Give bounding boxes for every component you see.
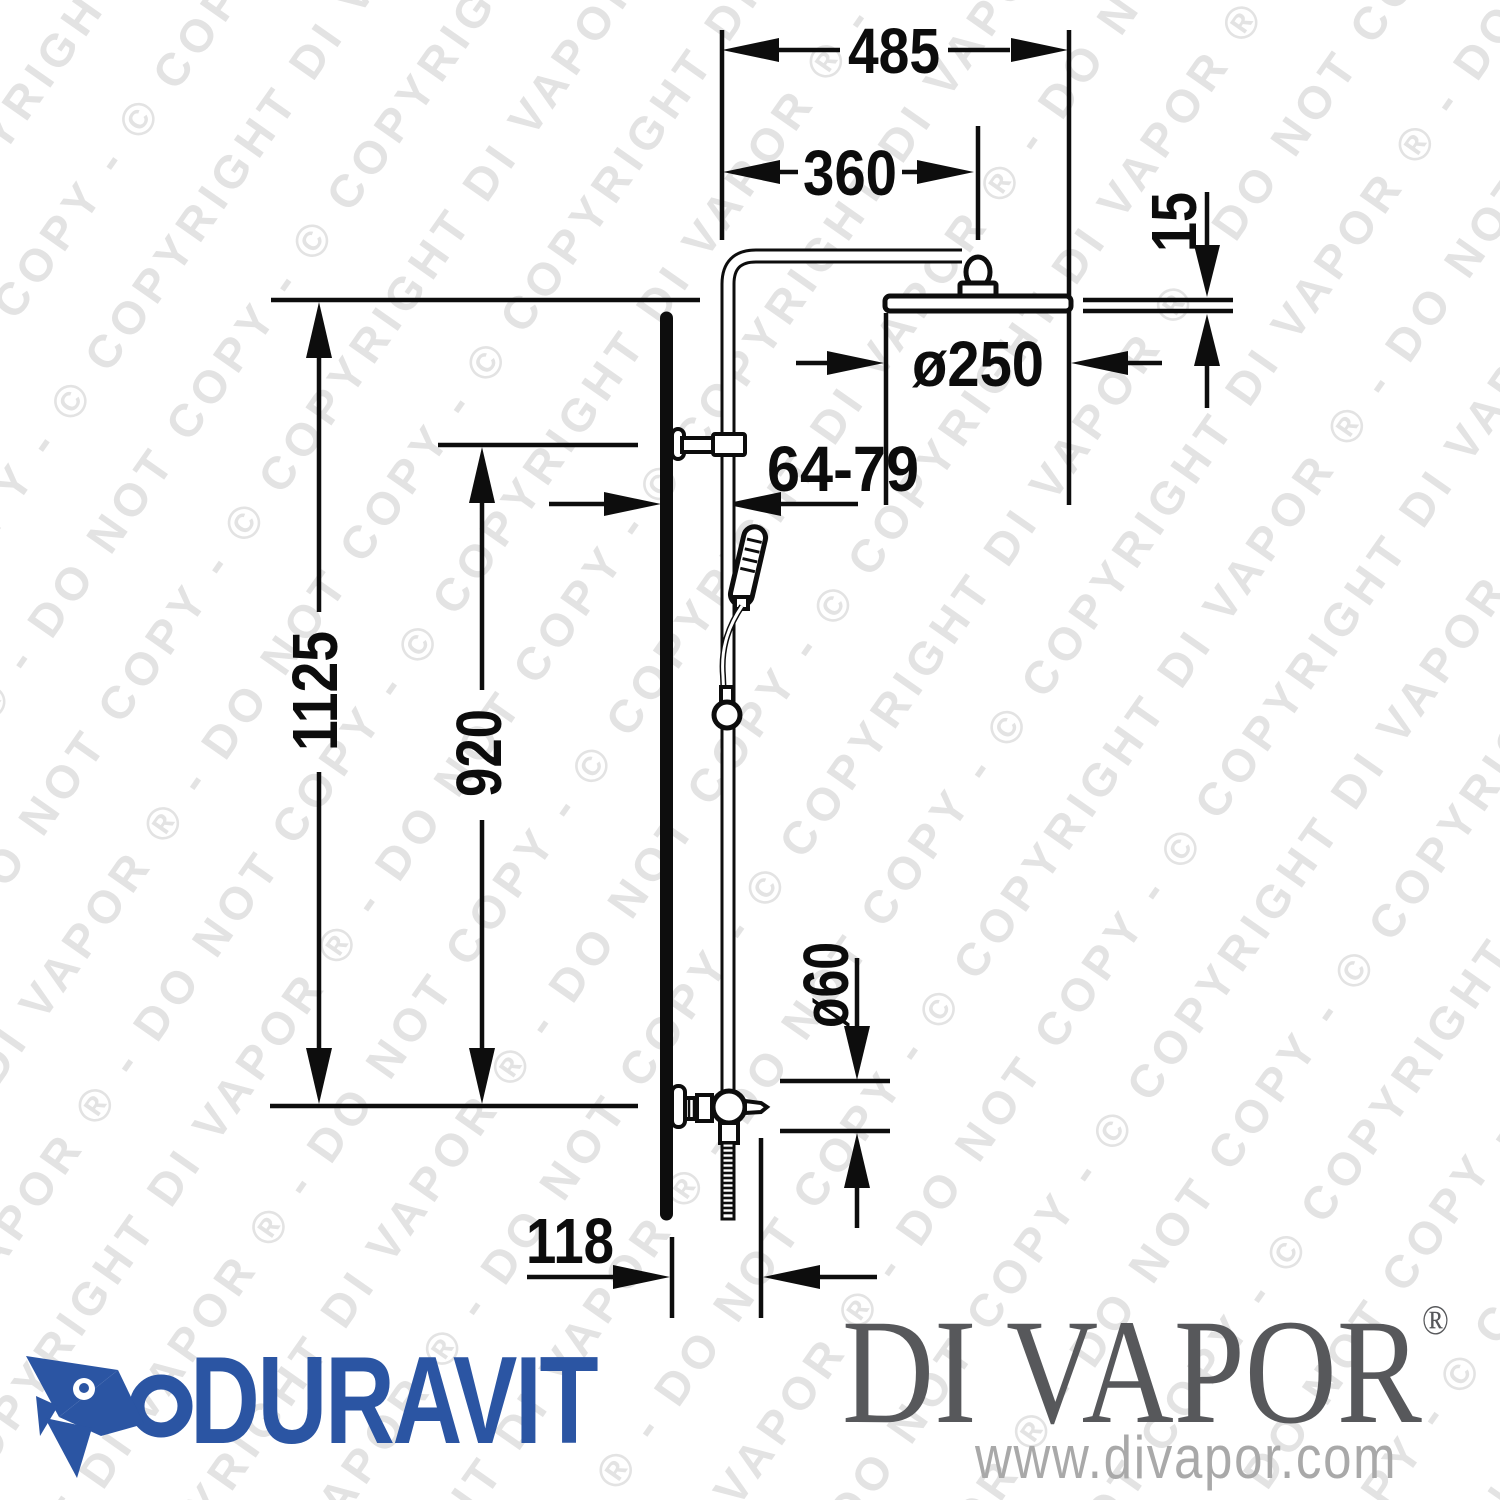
dimension-bar-height: 920 <box>270 442 638 1109</box>
duravit-logo-bird <box>26 1356 193 1478</box>
dim-label-250: ø250 <box>912 328 1044 400</box>
dim-label-1125: 1125 <box>279 631 351 751</box>
dimension-total-height: 1125 <box>271 297 700 1104</box>
dim-label-360: 360 <box>803 137 897 209</box>
registered-mark: ® <box>1421 1298 1449 1344</box>
slider-holder <box>711 685 743 731</box>
divapor-website: www.divapor.com <box>975 1424 1398 1491</box>
dimension-head-thickness: 15 <box>1083 192 1233 408</box>
dim-label-920: 920 <box>443 709 515 797</box>
shower-unit <box>660 248 1074 1221</box>
dimension-wall-distance: 64-79 <box>549 433 919 516</box>
dim-label-485: 485 <box>848 15 940 87</box>
dimension-valve-diameter: ø60 <box>780 942 890 1228</box>
hose-outlet <box>720 1141 736 1221</box>
dim-label-118: 118 <box>526 1205 614 1277</box>
dim-label-15: 15 <box>1138 192 1210 252</box>
dimension-bottom-offset: 118 <box>526 1138 877 1318</box>
dimension-arm-reach: 360 <box>723 126 981 240</box>
dimension-head-diameter: ø250 <box>796 313 1162 505</box>
hand-shower <box>727 524 769 611</box>
divapor-wordmark: DI VAPOR® <box>842 1297 1449 1447</box>
dim-label-60: ø60 <box>790 942 862 1028</box>
shower-hose <box>719 604 745 701</box>
divapor-name: DI VAPOR <box>842 1289 1422 1455</box>
duravit-wordmark: DURAVIT <box>190 1332 599 1470</box>
overhead-shower-plate <box>882 293 1074 314</box>
head-connector <box>957 254 999 300</box>
wall-bracket <box>670 427 747 461</box>
dimension-top-width: 485 <box>719 15 1072 505</box>
dim-label-64-79: 64-79 <box>767 433 919 505</box>
mixer-valve <box>670 1084 771 1145</box>
